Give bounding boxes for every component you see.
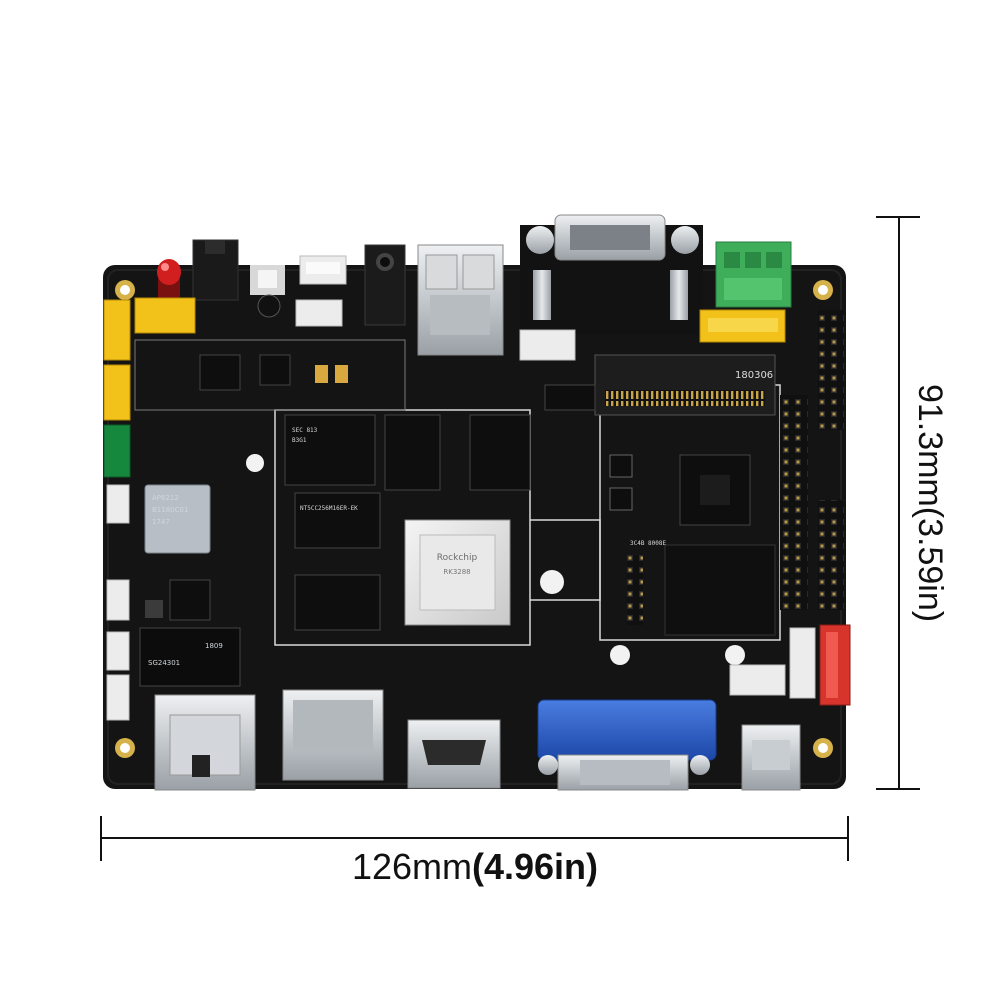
height-value: 91.3mm — [911, 383, 949, 507]
jst-connector — [519, 329, 576, 361]
hdmi-port — [407, 719, 501, 789]
wifi-sub2: 1747 — [152, 518, 170, 526]
sg-marking: SG24301 — [148, 659, 180, 667]
mounting-hole — [115, 280, 135, 300]
serial-db9-connector — [520, 214, 703, 335]
wifi-sub1: B1180C01 — [152, 506, 188, 514]
jst-connector — [295, 299, 343, 327]
ram-marking: NT5CC256M16ER-EK — [300, 505, 358, 512]
gpio-header-right — [780, 310, 844, 610]
width-dimension-line — [100, 816, 849, 861]
lower-ic-area: 3C4B 8008E — [627, 540, 776, 636]
width-paren: (4.96in) — [472, 846, 599, 887]
controller-chip — [679, 454, 751, 526]
height-label: 91.3mm(3.59in) — [911, 384, 949, 622]
status-led — [157, 259, 181, 300]
mounting-hole — [115, 738, 135, 758]
lower-marking: 3C4B 8008E — [630, 540, 667, 547]
usb-otg-port — [741, 724, 801, 791]
audio-jack — [364, 244, 406, 326]
ram-chip: NT5CC256M16ER-EK — [294, 414, 531, 631]
terminal-block — [715, 241, 792, 308]
soc-sub-marking: RK3288 — [443, 568, 470, 576]
usb-port — [417, 244, 504, 356]
yellow-header-left — [103, 297, 196, 421]
jst-connector-left — [106, 484, 130, 721]
svg-text:SEC 813: SEC 813 — [292, 427, 318, 434]
soc-chip: Rockchip RK3288 — [404, 519, 511, 626]
mounting-hole — [813, 738, 833, 758]
ethernet-port — [154, 694, 256, 791]
width-label: 126mm(4.96in) — [100, 842, 850, 892]
reset-button — [250, 265, 285, 295]
wifi-module: AP6212 B1180C01 1747 — [144, 484, 211, 554]
svg-text:B3G1: B3G1 — [292, 437, 307, 444]
sg-sub-marking: 1809 — [205, 642, 223, 650]
width-value: 126mm — [351, 846, 472, 887]
yellow-header-top — [699, 309, 786, 343]
m2-marking: 180306 — [735, 370, 773, 381]
sg-module: SG24301 1809 — [139, 627, 241, 687]
power-jack — [192, 239, 239, 301]
jst-connector-right — [729, 627, 816, 699]
sd-card-slot — [282, 689, 384, 781]
height-paren: (3.59in) — [911, 506, 949, 623]
mounting-hole — [813, 280, 833, 300]
vga-port — [537, 699, 717, 791]
height-dimension-line — [876, 216, 920, 790]
red-header-right — [819, 624, 851, 706]
wifi-marking: AP6212 — [152, 494, 179, 502]
jst-connector — [299, 255, 347, 285]
soc-marking: Rockchip — [437, 553, 478, 563]
emmc-chip: SEC 813 B3G1 — [284, 414, 376, 486]
misc-ics — [145, 294, 633, 621]
green-header-left — [103, 424, 131, 478]
m2-slot: 180306 — [594, 354, 776, 416]
